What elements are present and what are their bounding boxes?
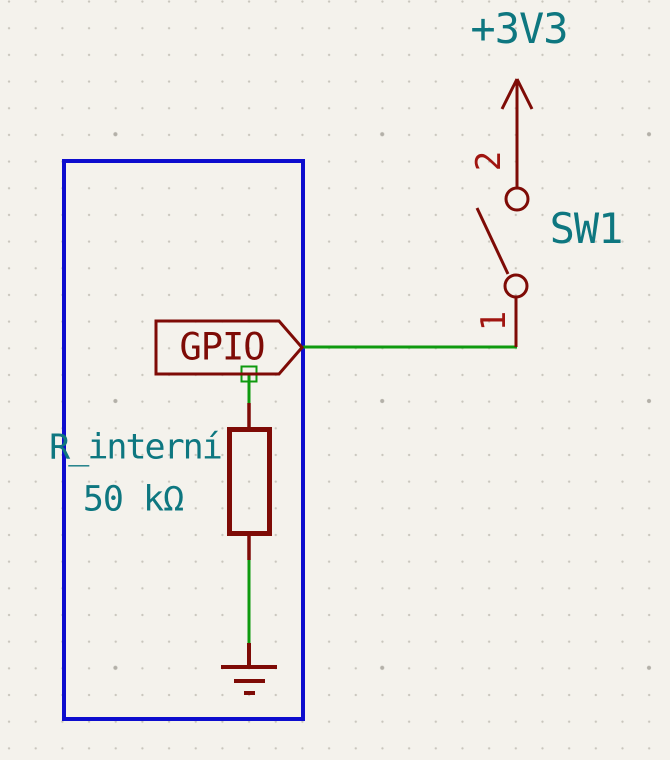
power-net-label[interactable]: +3V3 [470, 4, 568, 53]
mcu-outline-box[interactable] [62, 159, 305, 721]
ground-symbol[interactable] [221, 643, 277, 695]
gpio-label-outline[interactable] [154, 319, 304, 376]
resistor-value-label[interactable]: 50 kΩ [82, 479, 184, 520]
power-flag-3v3-symbol[interactable] [500, 78, 534, 188]
resistor-name-label[interactable]: R_interní [49, 427, 223, 468]
switch-pin-1-number: 1 [474, 310, 514, 332]
gpio-net-label-text[interactable]: GPIO [179, 325, 265, 369]
switch-pin-2-number: 2 [469, 150, 509, 172]
switch-sw1-symbol[interactable] [475, 186, 530, 347]
switch-reference-label[interactable]: SW1 [549, 204, 624, 253]
resistor-symbol[interactable] [227, 403, 272, 560]
